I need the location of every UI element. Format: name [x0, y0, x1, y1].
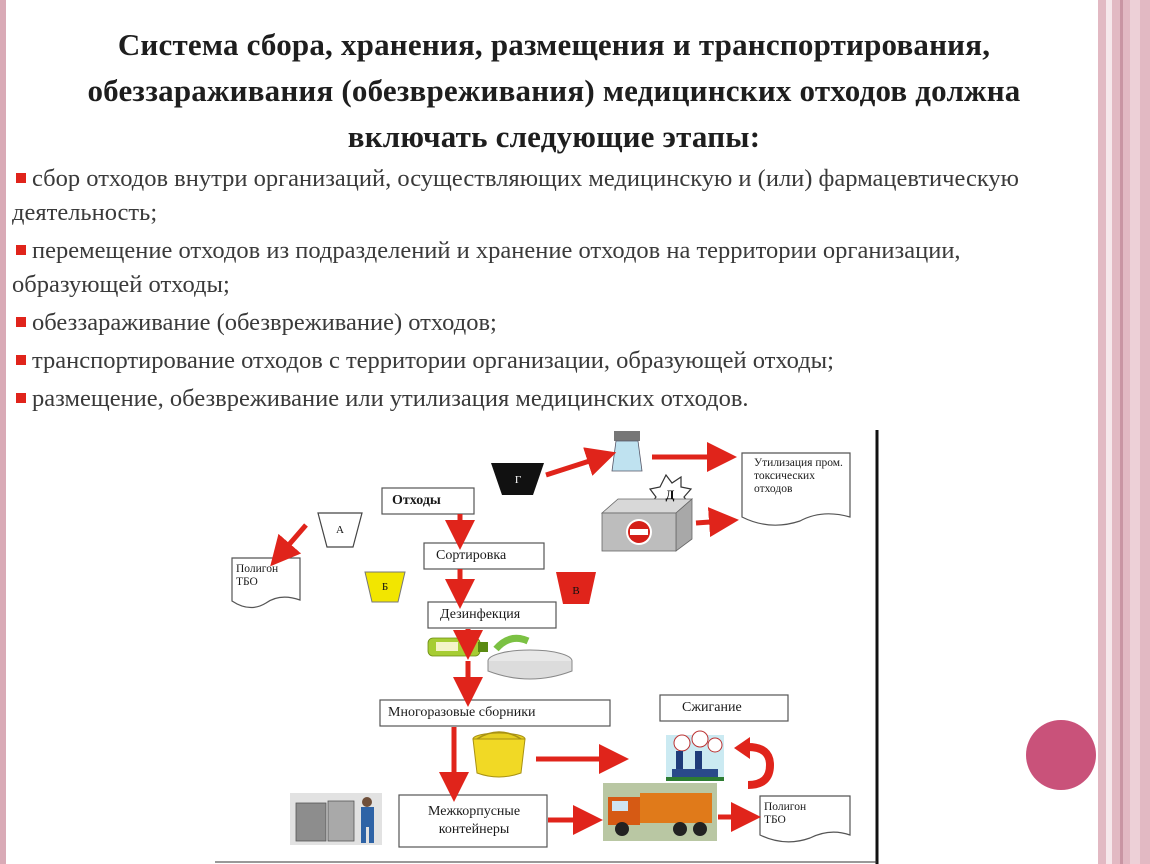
bullet-item: транспортирование отходов с территории о…	[12, 344, 1097, 378]
lamp-icon	[611, 431, 643, 472]
class-v-trapezoid	[556, 572, 596, 604]
slide-frame-right	[1098, 0, 1150, 864]
containers-box	[398, 794, 548, 848]
landfill-right-label: Полигон ТБО	[764, 801, 807, 826]
bullet-text: сбор отходов внутри организаций, осущест…	[12, 165, 1019, 226]
landfill-left-label: Полигон ТБО	[236, 563, 279, 588]
containers-label: Межкорпусные контейнеры	[427, 804, 521, 837]
reusable-label: Многоразовые сборники	[388, 705, 536, 720]
bucket-icon	[472, 731, 526, 778]
class-g-trapezoid	[491, 463, 544, 495]
class-d-letter: Д	[665, 487, 675, 502]
waste-flow-diagram: Отходы Сортировка Дезинфекция Многоразов…	[210, 425, 900, 864]
bullet-text: обеззараживание (обезвреживание) отходов…	[32, 309, 497, 336]
bullet-square-icon	[16, 393, 26, 404]
disinfectant-bottle-icon	[427, 637, 488, 657]
disinfection-label: Дезинфекция	[440, 607, 521, 622]
class-g-letter: Г	[514, 474, 522, 486]
frame-stripe	[1120, 0, 1123, 864]
recycling-label: Утилизация пром. токсических отходов	[754, 457, 843, 495]
recycling-doc	[741, 452, 851, 526]
burning-box	[659, 694, 789, 722]
bullet-item: обеззараживание (обезвреживание) отходов…	[12, 306, 1097, 340]
reusable-box	[379, 699, 611, 727]
bullet-square-icon	[16, 355, 26, 366]
workers-containers-icon	[290, 793, 382, 845]
recycle-curve-arrow	[747, 743, 775, 789]
garbage-truck-icon	[603, 783, 717, 841]
arrow-to-landfill-left	[270, 523, 308, 567]
bullet-text: транспортирование отходов с территории о…	[32, 347, 834, 374]
bullet-text: перемещение отходов из подразделений и х…	[12, 237, 961, 298]
class-a-trapezoid	[317, 512, 363, 548]
frame-stripe	[1106, 0, 1112, 864]
disinfection-box	[427, 601, 557, 629]
bullet-item: сбор отходов внутри организаций, осущест…	[12, 162, 1097, 230]
accent-circle	[1026, 720, 1096, 790]
waste-label: Отходы	[392, 493, 441, 508]
bullet-square-icon	[16, 317, 26, 328]
diagram-graphics	[215, 430, 879, 864]
class-a-letter: А	[336, 524, 344, 536]
class-v-letter: В	[572, 585, 580, 597]
factory-icon	[666, 730, 724, 781]
class-b-trapezoid	[364, 571, 406, 603]
sorting-box	[423, 542, 545, 570]
bullet-item: размещение, обезвреживание или утилизаци…	[12, 382, 1097, 416]
burning-label: Сжигание	[682, 700, 742, 715]
landfill-left-doc	[231, 557, 301, 609]
sorting-label: Сортировка	[436, 548, 507, 563]
bullet-list: сбор отходов внутри организаций, осущест…	[12, 162, 1097, 420]
bullet-square-icon	[16, 173, 26, 184]
frame-stripe	[1130, 0, 1140, 864]
waste-box	[381, 487, 475, 515]
slide-frame-left	[0, 0, 6, 864]
class-b-letter: Б	[381, 581, 389, 593]
landfill-right-doc	[759, 795, 851, 843]
slide-title: Система сбора, хранения, размещения и тр…	[87, 27, 1021, 154]
basin-icon	[487, 634, 573, 680]
arrow-to-lamp	[545, 447, 617, 478]
bullet-item: перемещение отходов из подразделений и х…	[12, 234, 1097, 302]
bullet-square-icon	[16, 245, 26, 256]
toxic-box-icon	[600, 498, 694, 552]
bullet-text: размещение, обезвреживание или утилизаци…	[32, 385, 749, 412]
